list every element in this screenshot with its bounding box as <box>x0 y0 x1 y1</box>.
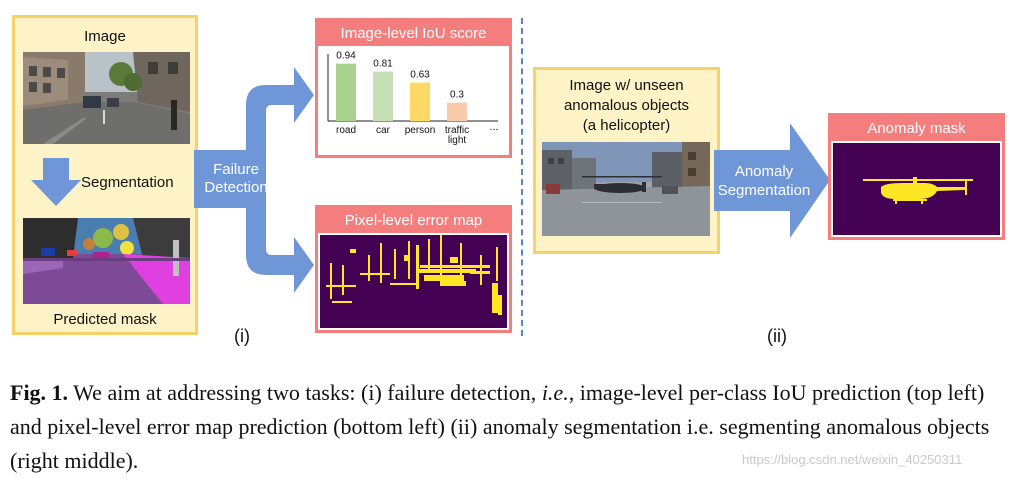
helicopter-scene-photo <box>542 142 710 236</box>
iou-score-title: Image-level IoU score <box>318 21 509 46</box>
input-panel: Image Segmentation <box>12 15 198 335</box>
pixel-error-title: Pixel-level error map <box>318 208 509 233</box>
failure-detection-arrow <box>194 67 314 293</box>
failure-detection-label: Failure Detection <box>194 161 278 197</box>
caption-part1: We aim at addressing two tasks: (i) fail… <box>73 380 537 405</box>
error-map-image <box>320 235 507 328</box>
watermark: https://blog.csdn.net/weixin_40250311 <box>742 452 963 467</box>
category-label-road-0: road <box>336 125 356 136</box>
category-label-traffic-light-1: light <box>448 135 467 146</box>
failure-label-line1: Failure <box>213 161 259 178</box>
value-label-traffic-light: 0.3 <box>450 90 464 101</box>
predicted-mask-image <box>23 218 190 304</box>
predicted-mask-label: Predicted mask <box>53 311 157 328</box>
predicted-mask-graphic <box>23 218 190 304</box>
bar-road <box>336 63 356 121</box>
figure-caption: Fig. 1. We aim at addressing two tasks: … <box>10 376 1005 478</box>
caption-part2: , image-level per-class IoU prediction (… <box>10 380 990 473</box>
value-label-road: 0.94 <box>336 51 356 62</box>
anomaly-segmentation-label: Anomaly Segmentation <box>712 162 816 200</box>
iou-bar-chart: 0.94 road 0.81 car 0.63 person 0.3 trafficlight… <box>327 51 499 146</box>
bar-traffic-light <box>447 102 467 121</box>
street-photo-graphic <box>23 52 190 144</box>
bar-car <box>373 71 393 121</box>
caption-fig-label: Fig. 1. <box>10 380 69 405</box>
category-label-traffic-light-0: traffic <box>445 125 469 136</box>
category-ellipsis: ... <box>489 121 498 133</box>
unseen-text: Image w/ unseen anomalous objects (a hel… <box>536 76 717 136</box>
unseen-image-panel: Image w/ unseen anomalous objects (a hel… <box>533 67 720 254</box>
category-label-car-0: car <box>376 125 391 136</box>
value-label-car: 0.81 <box>373 59 393 70</box>
down-arrow-icon <box>31 158 81 206</box>
failure-label-line2: Detection <box>204 179 268 196</box>
category-label-person-0: person <box>405 125 436 136</box>
marker-i: (i) <box>234 326 250 346</box>
unseen-line3: (a helicopter) <box>582 117 671 134</box>
iou-score-panel: Image-level IoU score 0.94 road 0.81 car 0.6… <box>315 18 512 158</box>
anomaly-label-line1: Anomaly <box>734 163 794 180</box>
bar-person <box>410 82 430 121</box>
anomaly-mask-title: Anomaly mask <box>831 116 1002 141</box>
pixel-error-panel: Pixel-level error map <box>315 205 512 333</box>
segmentation-label: Segmentation <box>81 174 174 191</box>
caption-ie: i.e. <box>541 380 569 405</box>
unseen-line2: anomalous objects <box>563 97 690 114</box>
unseen-line1: Image w/ unseen <box>569 77 684 94</box>
section-divider <box>521 18 523 336</box>
value-label-person: 0.63 <box>410 70 430 81</box>
helicopter-scene-graphic <box>542 142 710 236</box>
anomaly-mask-image <box>833 143 1000 235</box>
image-label: Image <box>84 28 126 45</box>
anomaly-label-line2: Segmentation <box>717 182 811 199</box>
marker-ii: (ii) <box>767 326 787 346</box>
anomaly-segmentation-arrow <box>714 123 830 238</box>
street-photo <box>23 52 190 144</box>
anomaly-mask-panel: Anomaly mask <box>828 113 1005 240</box>
